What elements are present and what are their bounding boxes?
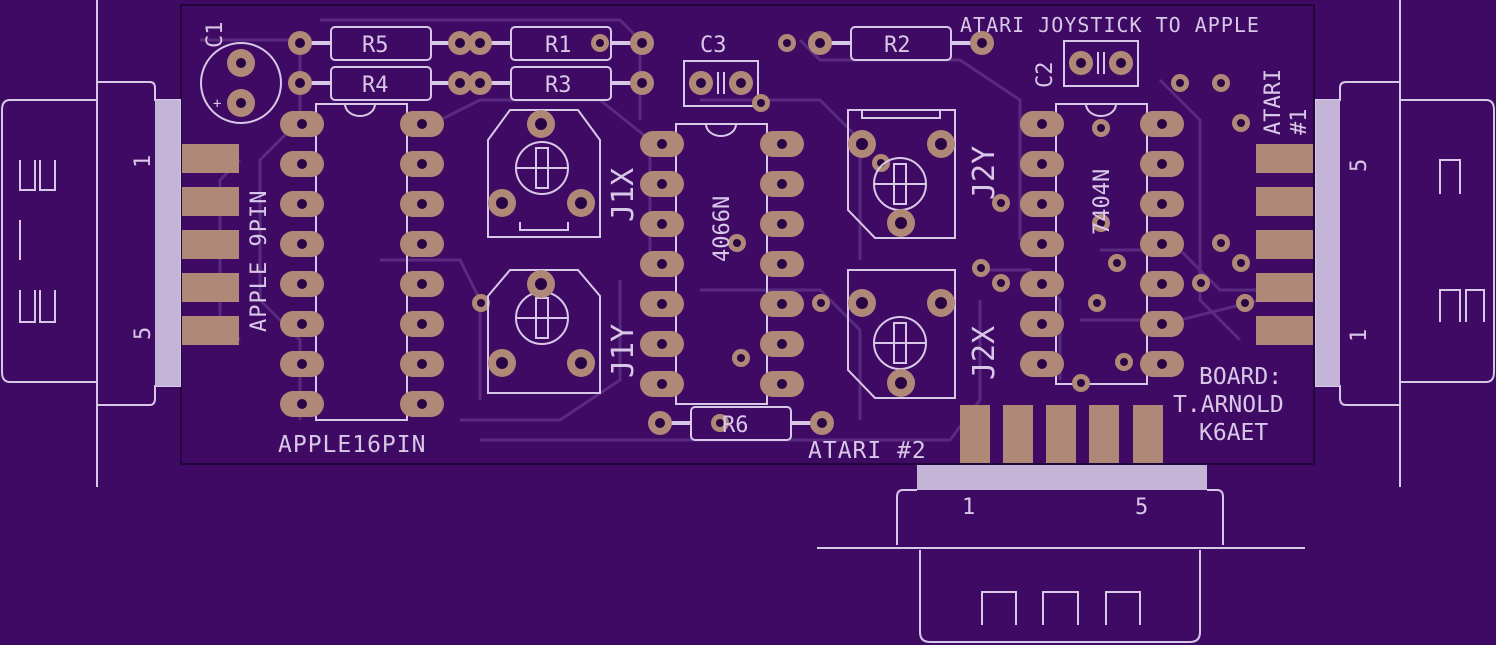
apple16pin-socket (280, 103, 444, 421)
resistor-r1 (468, 26, 654, 61)
apple9-label: APPLE 9PIN (247, 190, 272, 332)
chip-4066n-label: 4066N (710, 196, 735, 262)
c1-label: C1 (203, 22, 228, 49)
pot-j1y (487, 269, 601, 394)
chip-7404n (1020, 103, 1184, 392)
resistor-r5 (288, 26, 472, 61)
apple9-pin5-label: 5 (131, 327, 156, 340)
atari1-connector (1315, 0, 1495, 487)
apple16pin-label: APPLE16PIN (278, 432, 426, 458)
svg-text:+: + (213, 96, 221, 112)
r6-label: R6 (722, 413, 749, 438)
resistor-r4 (288, 66, 472, 101)
atari2-label: ATARI #2 (808, 438, 927, 464)
apple-9pin-connector (1, 0, 181, 487)
c3-label: C3 (700, 33, 727, 58)
r3-label: R3 (545, 73, 572, 98)
r4-label: R4 (362, 73, 389, 98)
atari1-pin5-label: 5 (1347, 159, 1372, 172)
pot-j1y-label: J1Y (606, 324, 641, 378)
atari1-label-line1: ATARI (1261, 69, 1286, 135)
apple9-pin1-label: 1 (131, 155, 156, 168)
pot-j2y (847, 109, 956, 239)
atari2-pads (960, 405, 1163, 463)
credit-line3: K6AET (1199, 420, 1268, 446)
c2-capacitor (1063, 40, 1139, 87)
atari1-pads (1256, 144, 1313, 345)
atari2-connector (817, 465, 1305, 643)
chip-4066n (640, 123, 830, 405)
apple-9pin-pads (182, 144, 239, 345)
resistor-r3 (468, 66, 654, 101)
r2-label: R2 (884, 33, 911, 58)
pot-j2x-label: J2X (967, 326, 1002, 380)
atari1-pin1-label: 1 (1347, 329, 1372, 342)
c2-label: C2 (1033, 62, 1058, 89)
c3-capacitor (683, 60, 770, 112)
resistor-r6 (648, 406, 834, 441)
resistor-r2 (778, 26, 994, 61)
vias (472, 74, 1254, 312)
atari2-pin1-label: 1 (962, 495, 975, 520)
pot-j1x-label: J1X (606, 168, 641, 222)
r1-label: R1 (545, 33, 572, 58)
chip-7404n-label: 7404N (1090, 169, 1115, 235)
c1-capacitor: + (200, 42, 282, 124)
board-title: ATARI JOYSTICK TO APPLE (960, 13, 1260, 37)
pot-j2y-label: J2Y (967, 146, 1002, 200)
pot-j1x (487, 109, 601, 238)
r5-label: R5 (362, 33, 389, 58)
pot-j2x (847, 269, 956, 399)
atari2-pin5-label: 5 (1135, 495, 1148, 520)
credit-line2: T.ARNOLD (1173, 392, 1284, 418)
atari1-label-line2: #1 (1287, 109, 1312, 136)
credit-line1: BOARD: (1199, 364, 1282, 390)
